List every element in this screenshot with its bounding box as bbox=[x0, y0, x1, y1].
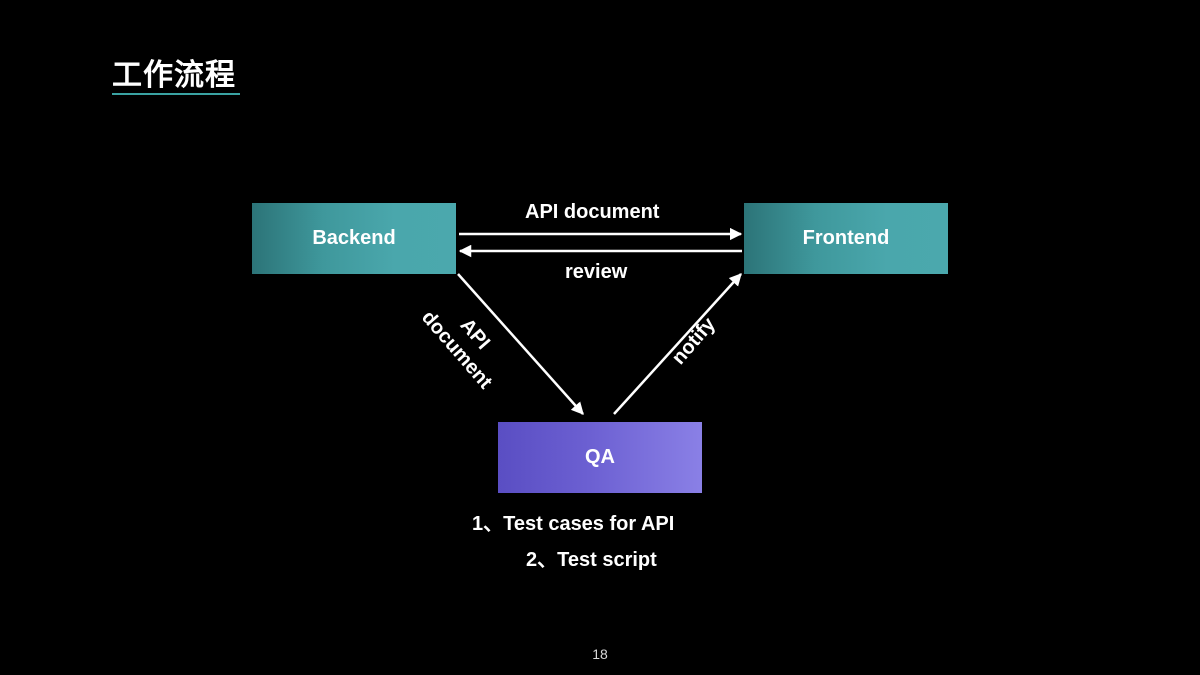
backend-label: Backend bbox=[312, 227, 396, 249]
edge-label-review: review bbox=[565, 261, 628, 283]
arrow-qa-to-frontend bbox=[613, 273, 742, 415]
page-number: 18 bbox=[592, 646, 608, 662]
frontend-label: Frontend bbox=[802, 227, 890, 249]
qa-task-1: 1、Test cases for API bbox=[472, 513, 675, 535]
qa-task-2: 2、Test script bbox=[526, 549, 657, 571]
arrow-backend-to-qa bbox=[457, 273, 584, 415]
qa-label: QA bbox=[585, 446, 615, 468]
qa-node: QA bbox=[498, 422, 702, 493]
backend-node: Backend bbox=[252, 203, 456, 274]
title-underline bbox=[112, 93, 240, 95]
edge-label-api-document: API document bbox=[525, 201, 660, 223]
frontend-node: Frontend bbox=[744, 203, 948, 274]
slide-title: 工作流程 bbox=[112, 58, 236, 93]
